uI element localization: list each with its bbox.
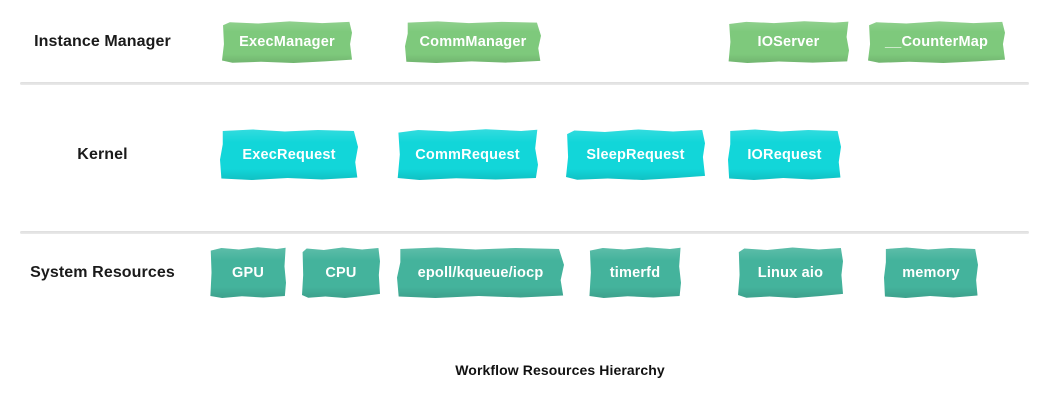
- diagram-caption: Workflow Resources Hierarchy: [455, 362, 665, 378]
- divider-bottom: [20, 231, 1029, 234]
- divider-top: [20, 82, 1029, 85]
- node-sleeprequest: SleepRequest: [566, 129, 705, 180]
- node-label: timerfd: [609, 264, 661, 281]
- node-execrequest: ExecRequest: [220, 129, 358, 180]
- node-label: IORequest: [747, 146, 822, 163]
- node-label: __CounterMap: [884, 34, 989, 50]
- node-iorequest: IORequest: [728, 129, 841, 180]
- node-label: SleepRequest: [586, 146, 685, 163]
- node-label: IOServer: [757, 34, 820, 50]
- node-label: CPU: [325, 264, 357, 281]
- node-label: epoll/kqueue/iocp: [417, 264, 544, 281]
- node-label: CommManager: [419, 34, 527, 50]
- node-gpu: GPU: [210, 247, 286, 298]
- node-label: memory: [902, 264, 960, 281]
- node-label: Linux aio: [757, 264, 824, 281]
- node-memory: memory: [884, 247, 978, 298]
- node-execmanager: ExecManager: [222, 21, 352, 63]
- node-commrequest: CommRequest: [397, 129, 538, 180]
- node-epoll-kqueue-iocp: epoll/kqueue/iocp: [397, 247, 564, 298]
- row-label-instance-manager: Instance Manager: [34, 32, 171, 50]
- node-label: ExecRequest: [242, 146, 336, 163]
- node-label: ExecManager: [239, 34, 335, 50]
- row-label-system-resources: System Resources: [30, 263, 175, 281]
- node-label: GPU: [231, 264, 265, 281]
- node-commmanager: CommManager: [405, 21, 541, 63]
- node-ioserver: IOServer: [728, 21, 849, 63]
- row-label-kernel: Kernel: [77, 145, 128, 163]
- node-cpu: CPU: [302, 247, 380, 298]
- node-label: CommRequest: [415, 146, 520, 163]
- node-timerfd: timerfd: [589, 247, 681, 298]
- node-countermap: __CounterMap: [868, 21, 1005, 63]
- node-linux-aio: Linux aio: [738, 247, 843, 298]
